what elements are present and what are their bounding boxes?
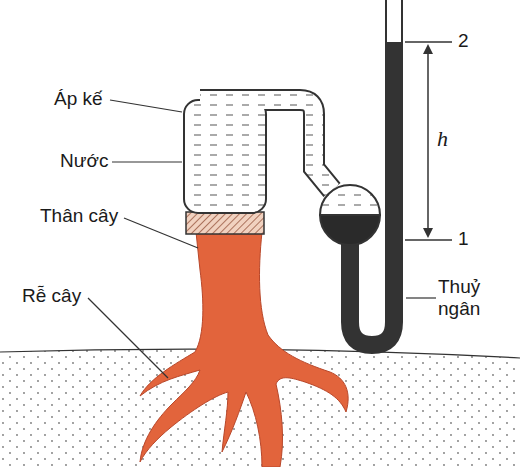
leader-line [124,218,198,248]
height-arrowheads [423,44,433,238]
mercury-u-tube [350,0,394,345]
leader-line [110,100,182,112]
tree-trunk-and-roots [140,232,348,467]
part-label: Thân cây [40,205,118,227]
part-label: Thuỷ ngân [438,276,516,320]
level-number: 2 [458,30,469,52]
level-2-mark [405,41,452,43]
part-label: Nước [60,150,108,172]
part-label: Áp kế [54,88,103,110]
manometer-water-chamber [184,100,266,213]
leader-line [406,297,436,298]
leader-line [112,161,182,162]
manometer-tube-water [200,100,332,190]
stopper [186,212,264,234]
bulb-mercury [320,215,380,245]
leader-line [88,298,168,378]
height-symbol: h [437,126,448,151]
part-label: Rễ cây [22,285,81,307]
empty-tube [387,0,401,42]
level-number: 1 [458,228,469,250]
height-arrow [427,50,429,232]
bulb-water [320,185,380,215]
level-1-mark [405,239,452,241]
